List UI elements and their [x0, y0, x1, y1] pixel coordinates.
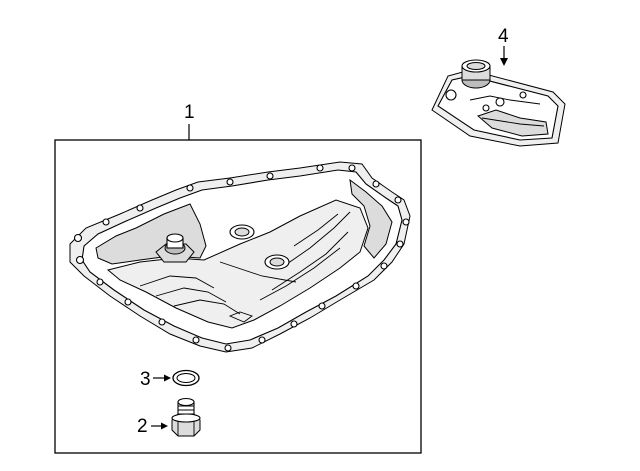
transmission-oil-pan-icon: [69, 161, 411, 353]
callout-number-1: 1: [184, 102, 195, 123]
callout-4: 4: [498, 26, 509, 66]
parts-group-box: [54, 139, 422, 454]
callout-1: 1: [184, 102, 195, 140]
callout-3: 3: [140, 369, 171, 390]
callout-2: 2: [137, 416, 168, 437]
callout-number-3: 3: [140, 369, 151, 390]
callout-number-4: 4: [498, 26, 509, 47]
drain-plug-gasket-icon: [172, 369, 200, 387]
callout-number-2: 2: [137, 416, 148, 437]
drain-plug-icon: [171, 397, 201, 437]
transmission-filter-icon: [431, 59, 566, 147]
